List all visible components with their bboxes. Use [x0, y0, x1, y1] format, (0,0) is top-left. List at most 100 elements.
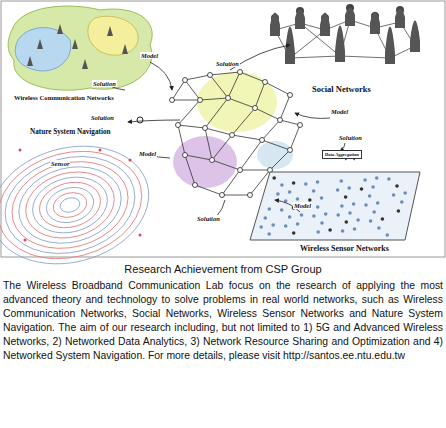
sensor-node [356, 218, 360, 222]
person-body [270, 13, 280, 37]
sensor-point [19, 149, 22, 152]
graph-link [280, 95, 290, 120]
node-text: Data Aggregation [325, 152, 359, 157]
graph-link [178, 100, 200, 125]
tower [107, 26, 113, 36]
people-icons [270, 4, 420, 64]
social-link [290, 30, 325, 58]
sensor-node [386, 233, 390, 237]
graph-link [205, 128, 212, 160]
sensor-node [271, 223, 275, 227]
illustration-heading: Wireless Sensor Networks [300, 244, 389, 253]
sensor-node [348, 211, 352, 215]
graph-vertex [298, 123, 303, 128]
annotation-label: Solution [90, 114, 115, 121]
graph-link [240, 170, 270, 171]
sensor-node [316, 205, 320, 209]
graph-vertex [220, 193, 225, 198]
contour [59, 196, 82, 215]
graph-link [262, 120, 280, 140]
frame [1, 1, 445, 257]
sensor-node [336, 188, 340, 192]
sensor-node [276, 192, 280, 196]
sensor-node [364, 203, 368, 207]
graph-link [240, 140, 262, 170]
sensor-node [292, 181, 296, 185]
contour [34, 176, 105, 235]
graph-link [178, 125, 185, 155]
sensor-field [250, 172, 420, 240]
sensor-node [304, 182, 308, 186]
sensor-node [296, 222, 300, 226]
graph-vertex [238, 168, 243, 173]
sensor-node [268, 207, 272, 211]
sensor-node [371, 185, 375, 189]
person-body [370, 12, 380, 35]
person-body [335, 26, 345, 63]
graph-vertex [278, 118, 283, 123]
annotation-label: Model [140, 52, 159, 59]
sensor-node [353, 227, 357, 231]
graph-vertex [170, 98, 175, 103]
annotation-label: Solution [338, 134, 363, 141]
social-link [340, 56, 390, 58]
person-body [345, 8, 355, 27]
coverage-blob [8, 6, 152, 90]
sensor-node [284, 224, 288, 228]
person-body [385, 27, 395, 65]
tower [27, 56, 33, 66]
graph-vertex [260, 138, 265, 143]
sensor-node [259, 225, 263, 229]
social-link [290, 56, 340, 58]
sensor-node [292, 231, 296, 235]
graph-link [232, 108, 255, 135]
cell-region [15, 28, 71, 71]
graph-link [185, 155, 195, 185]
caption: Research Achievement from CSP Group [0, 263, 446, 275]
model-solution-arrows [105, 45, 345, 220]
sensor-node [400, 200, 404, 204]
sensor-node [340, 179, 344, 183]
contour [0, 136, 154, 274]
graph-vertex [183, 78, 188, 83]
cell-region [88, 16, 138, 55]
tower [37, 39, 43, 49]
body-paragraph: The Wireless Broadband Communication Lab… [3, 279, 443, 363]
sensor-point [24, 239, 27, 242]
graph-link [232, 135, 262, 140]
node-text: Nature System Navigation [30, 128, 111, 136]
graph-link [200, 98, 228, 100]
tower-icons [27, 24, 128, 69]
sensor-node [347, 186, 351, 190]
sensor-node [336, 213, 340, 217]
graph-link [262, 140, 290, 150]
tower [72, 39, 78, 49]
graph-link [255, 108, 280, 120]
graph-link [240, 72, 265, 82]
sensor-node [320, 196, 324, 200]
graph-link [222, 170, 240, 195]
cluster-blob [197, 72, 277, 132]
graph-vertex [183, 153, 188, 158]
graph-vertex [263, 80, 268, 85]
graph-link [222, 195, 250, 196]
sensor-node [267, 232, 271, 236]
sensor-node [403, 191, 407, 195]
sensor-node [316, 230, 320, 234]
graph-vertex [238, 70, 243, 75]
sensor-node [344, 195, 348, 199]
person-body [410, 21, 420, 53]
sensor-node [296, 197, 300, 201]
sensor-node [372, 210, 376, 214]
sensor-node [387, 177, 391, 181]
annotation-label: Model [138, 150, 157, 157]
node-text: Wireless Communication Networks [14, 94, 114, 101]
sensor-node [288, 190, 292, 194]
graph-link [270, 150, 290, 170]
graph-link [172, 80, 185, 100]
sensor-node [381, 217, 385, 221]
tower [122, 44, 128, 54]
graph-vertex [203, 126, 208, 131]
graph-link [228, 72, 240, 98]
node-text: Social Networks [312, 84, 371, 94]
